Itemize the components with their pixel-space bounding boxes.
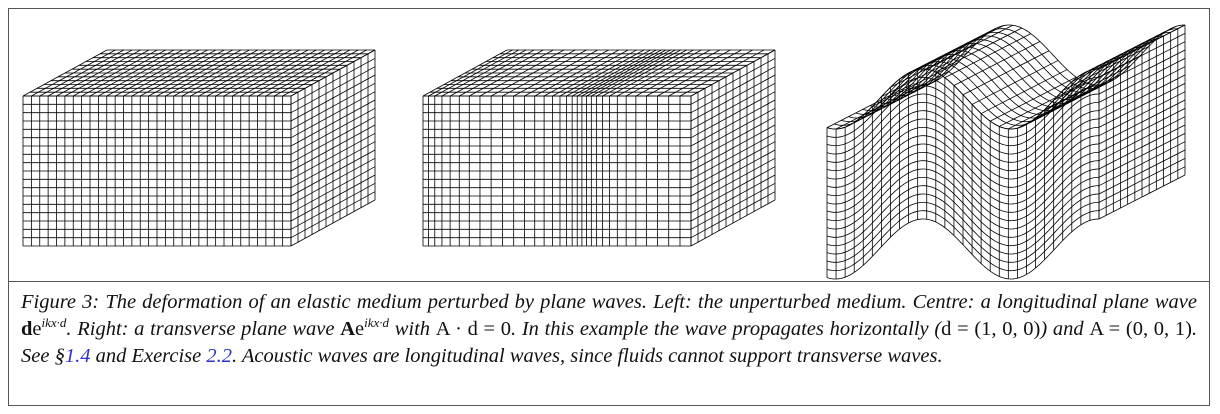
grid-line [690, 191, 776, 239]
grid-line [1098, 74, 1186, 120]
grid-line [1098, 157, 1186, 203]
grid-line [1098, 174, 1186, 220]
grid-line [1098, 49, 1186, 95]
grid-line [690, 91, 776, 139]
grid-line [1098, 41, 1186, 87]
grid-line [1098, 32, 1186, 78]
grid-line [690, 132, 776, 180]
grid-line [290, 182, 376, 230]
grid-line [690, 116, 776, 164]
grid-line [1098, 24, 1186, 70]
section-ref-link[interactable]: 1.4 [64, 345, 91, 367]
grid-line [690, 166, 776, 214]
exp-superscript-2: ikx·d [364, 315, 390, 330]
grid-line [1098, 99, 1186, 145]
caption-text-8: . Acoustic waves are longitudinal waves,… [232, 345, 943, 367]
grid-line [1098, 141, 1186, 187]
grid-line [690, 124, 776, 172]
eq-A-dot-d: A · d = 0 [435, 318, 512, 340]
caption-text-6: . See § [21, 318, 1198, 367]
grid-line [690, 107, 776, 155]
grid-line [1098, 91, 1186, 137]
grid-line [690, 157, 776, 205]
grid-line [1098, 107, 1186, 153]
exp-superscript: ikx·d [41, 315, 67, 330]
caption-text-2: . Right: a transverse plane wave [66, 318, 335, 340]
grid-line [290, 107, 376, 155]
grid-line [290, 99, 376, 147]
grid-line [290, 57, 376, 105]
exercise-ref-link[interactable]: 2.2 [206, 345, 233, 367]
vector-A: A [340, 318, 356, 340]
eq-A: A = (0, 0, 1) [1089, 318, 1192, 340]
grid-line [690, 57, 776, 105]
grid-line [290, 132, 376, 180]
grid-line [290, 49, 376, 97]
caption-text-3: with [394, 318, 431, 340]
caption-text-4: . In this example the wave propagates ho… [511, 318, 942, 340]
grid-line [1098, 57, 1186, 103]
grid-line [690, 82, 776, 130]
unperturbed-medium-panel [22, 49, 376, 247]
transverse-wave-panel [826, 24, 1186, 280]
grid-line [290, 141, 376, 189]
grid-line [690, 182, 776, 230]
grid-line [290, 116, 376, 164]
eq-d: d = (1, 0, 0) [941, 318, 1041, 340]
grid-line [1098, 66, 1186, 112]
grid-line [690, 141, 776, 189]
caption-text-5: ) and [1040, 318, 1084, 340]
figure-frame: Figure 3: The deformation of an elastic … [8, 8, 1210, 406]
caption-text-7: and Exercise [95, 345, 202, 367]
grid-line [690, 49, 776, 97]
exp-e: e [32, 318, 42, 340]
grid-line [690, 149, 776, 197]
grid-line [290, 166, 376, 214]
grid-line [1098, 166, 1186, 212]
grid-line [690, 99, 776, 147]
figure-label: Figure 3: [21, 291, 100, 313]
vector-d: d [21, 318, 33, 340]
grid-line [1098, 124, 1186, 170]
grid-line [1098, 149, 1186, 195]
grid-line [1098, 116, 1186, 162]
grid-line [1098, 82, 1186, 128]
grid-line [290, 124, 376, 172]
figure-panels [9, 9, 1211, 281]
grid-line [690, 199, 776, 247]
longitudinal-wave-panel [422, 49, 776, 247]
grid-line [290, 174, 376, 222]
grid-line [290, 82, 376, 130]
grid-line [690, 74, 776, 122]
grid-line [690, 66, 776, 114]
grid-line [290, 66, 376, 114]
caption-text-1: The deformation of an elastic medium per… [105, 291, 1197, 313]
caption-divider [9, 281, 1209, 282]
exp-e-2: e [355, 318, 365, 340]
grid-line [290, 199, 376, 247]
grid-line [290, 191, 376, 239]
figure-caption: Figure 3: The deformation of an elastic … [21, 289, 1197, 370]
grid-line [290, 157, 376, 205]
grid-line [690, 174, 776, 222]
grid-line [290, 74, 376, 122]
grid-line [1098, 132, 1186, 178]
grid-line [290, 149, 376, 197]
grid-line [290, 91, 376, 139]
